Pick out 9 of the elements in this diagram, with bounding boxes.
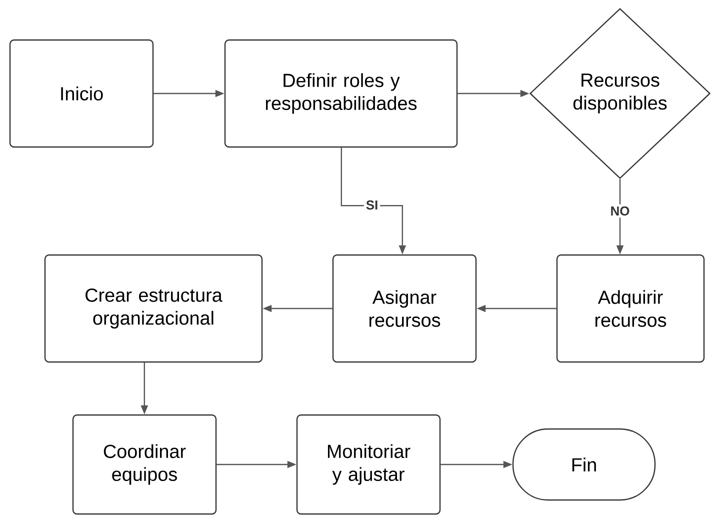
process-box: Inicio [9, 39, 154, 148]
process-box: Crear estructura organizacional [44, 254, 263, 363]
process-box: Asignar recursos [332, 254, 477, 363]
process-box: Adquirir recursos [556, 254, 705, 363]
process-box: Coordinar equipos [72, 414, 217, 515]
process-box: Monitoriar y ajustar [296, 414, 441, 515]
process-box: Definir roles y responsabilidades [224, 39, 458, 148]
edge-label: SI [364, 198, 380, 212]
edge-label: NO [608, 204, 632, 218]
